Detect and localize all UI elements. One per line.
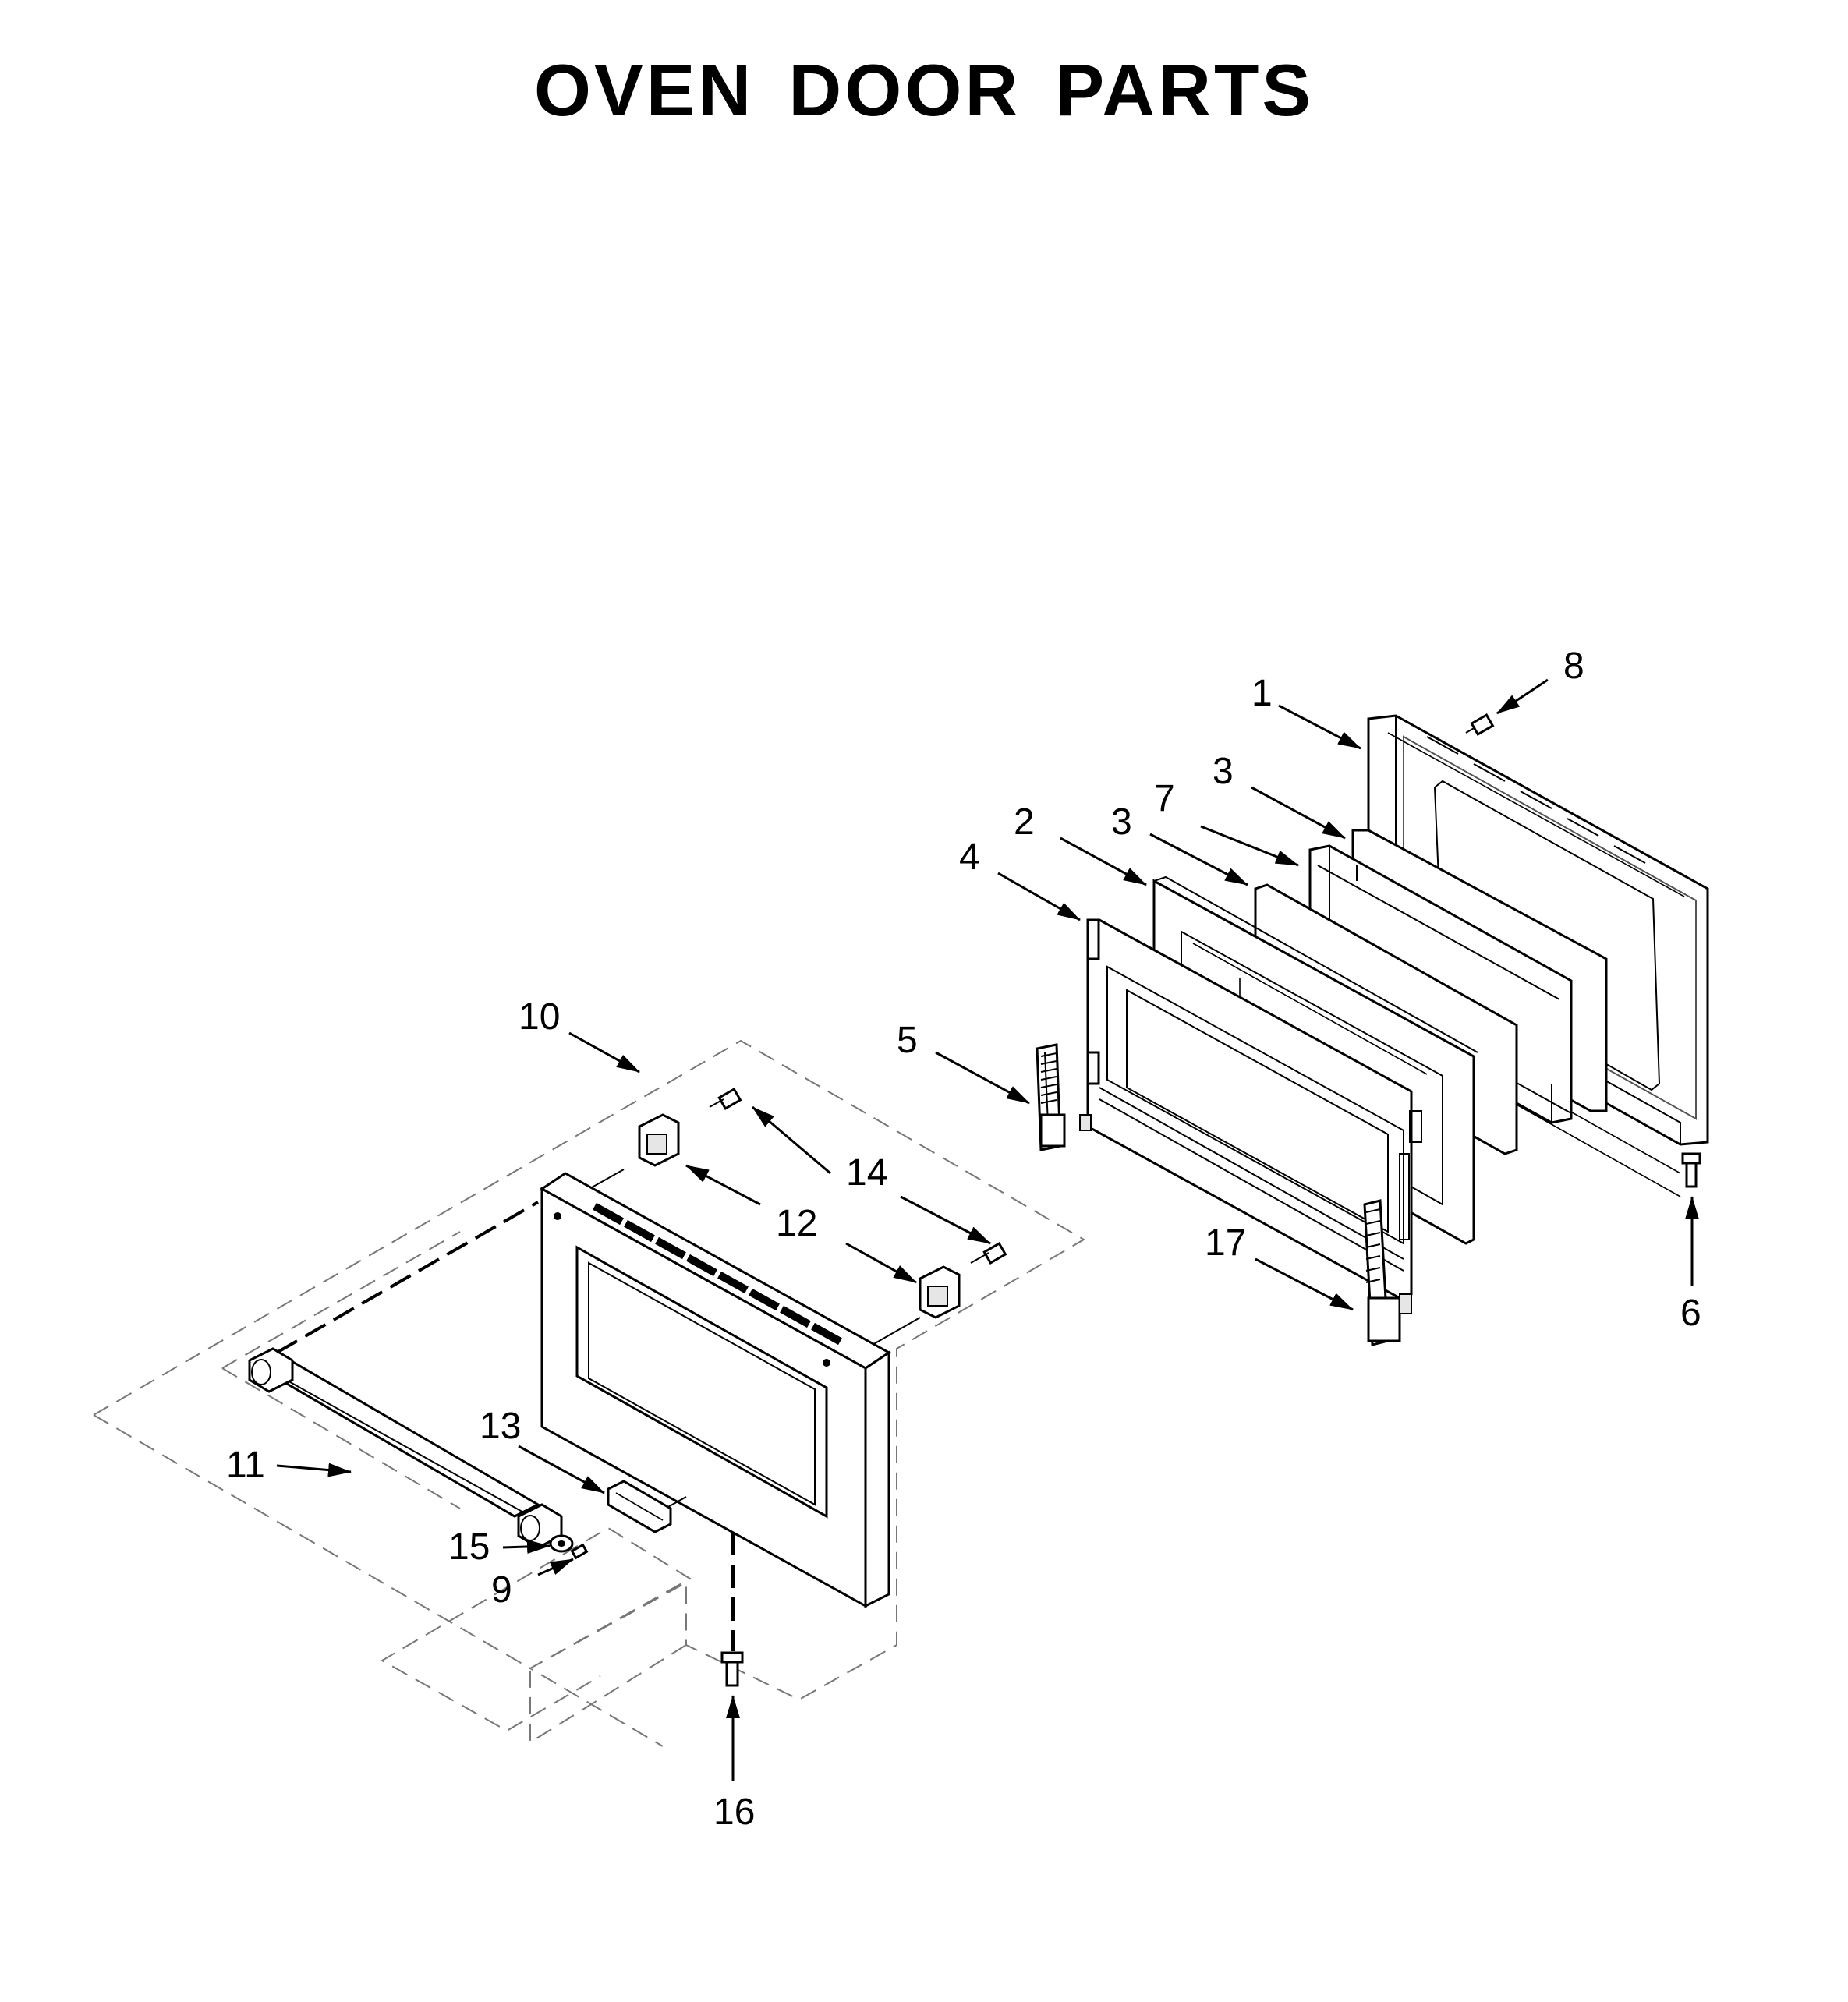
door-vent-slots xyxy=(593,1202,842,1346)
callout-8: 8 xyxy=(1563,646,1584,687)
hinge-left xyxy=(1036,1043,1092,1151)
page-title: OVEN DOOR PARTS xyxy=(533,49,1315,131)
callout-15: 15 xyxy=(448,1526,490,1568)
nameplate xyxy=(607,1480,672,1533)
callout-5: 5 xyxy=(897,1020,918,1061)
callout-1: 1 xyxy=(1251,673,1273,714)
bracket-lower xyxy=(919,1265,961,1319)
bracket-upper xyxy=(638,1113,680,1167)
callout-2: 2 xyxy=(1014,801,1035,843)
handle-mount-line-upper xyxy=(276,1201,539,1354)
callout-14: 14 xyxy=(846,1152,887,1194)
screw-14-upper xyxy=(709,1088,742,1110)
leader-lines xyxy=(276,678,1699,1781)
assembly-boundary-10 xyxy=(93,1039,1085,1747)
callout-6: 6 xyxy=(1680,1293,1701,1334)
callout-7: 7 xyxy=(1154,778,1175,819)
door-top-slots xyxy=(1426,736,1646,864)
callout-10: 10 xyxy=(519,996,560,1038)
callout-13: 13 xyxy=(480,1406,521,1447)
handle-end-left xyxy=(248,1347,294,1393)
callout-17: 17 xyxy=(1205,1222,1246,1264)
callout-3-front: 3 xyxy=(1111,801,1132,843)
callout-11: 11 xyxy=(226,1445,265,1486)
callout-4: 4 xyxy=(959,837,980,878)
screw-8 xyxy=(1465,713,1495,736)
handle-screw-9 xyxy=(570,1543,589,1560)
callout-9: 9 xyxy=(491,1569,512,1611)
screw-6 xyxy=(1681,1152,1701,1188)
screw-16 xyxy=(720,1651,744,1687)
callout-12: 12 xyxy=(776,1203,817,1244)
door-handle xyxy=(248,1347,563,1549)
handle-spacer-15 xyxy=(549,1534,574,1553)
callout-3-rear: 3 xyxy=(1213,751,1234,792)
screw-14-lower xyxy=(970,1242,1007,1265)
outer-door-panel xyxy=(540,1172,891,1608)
callout-16: 16 xyxy=(713,1792,755,1833)
hinge-right xyxy=(1363,1199,1412,1346)
